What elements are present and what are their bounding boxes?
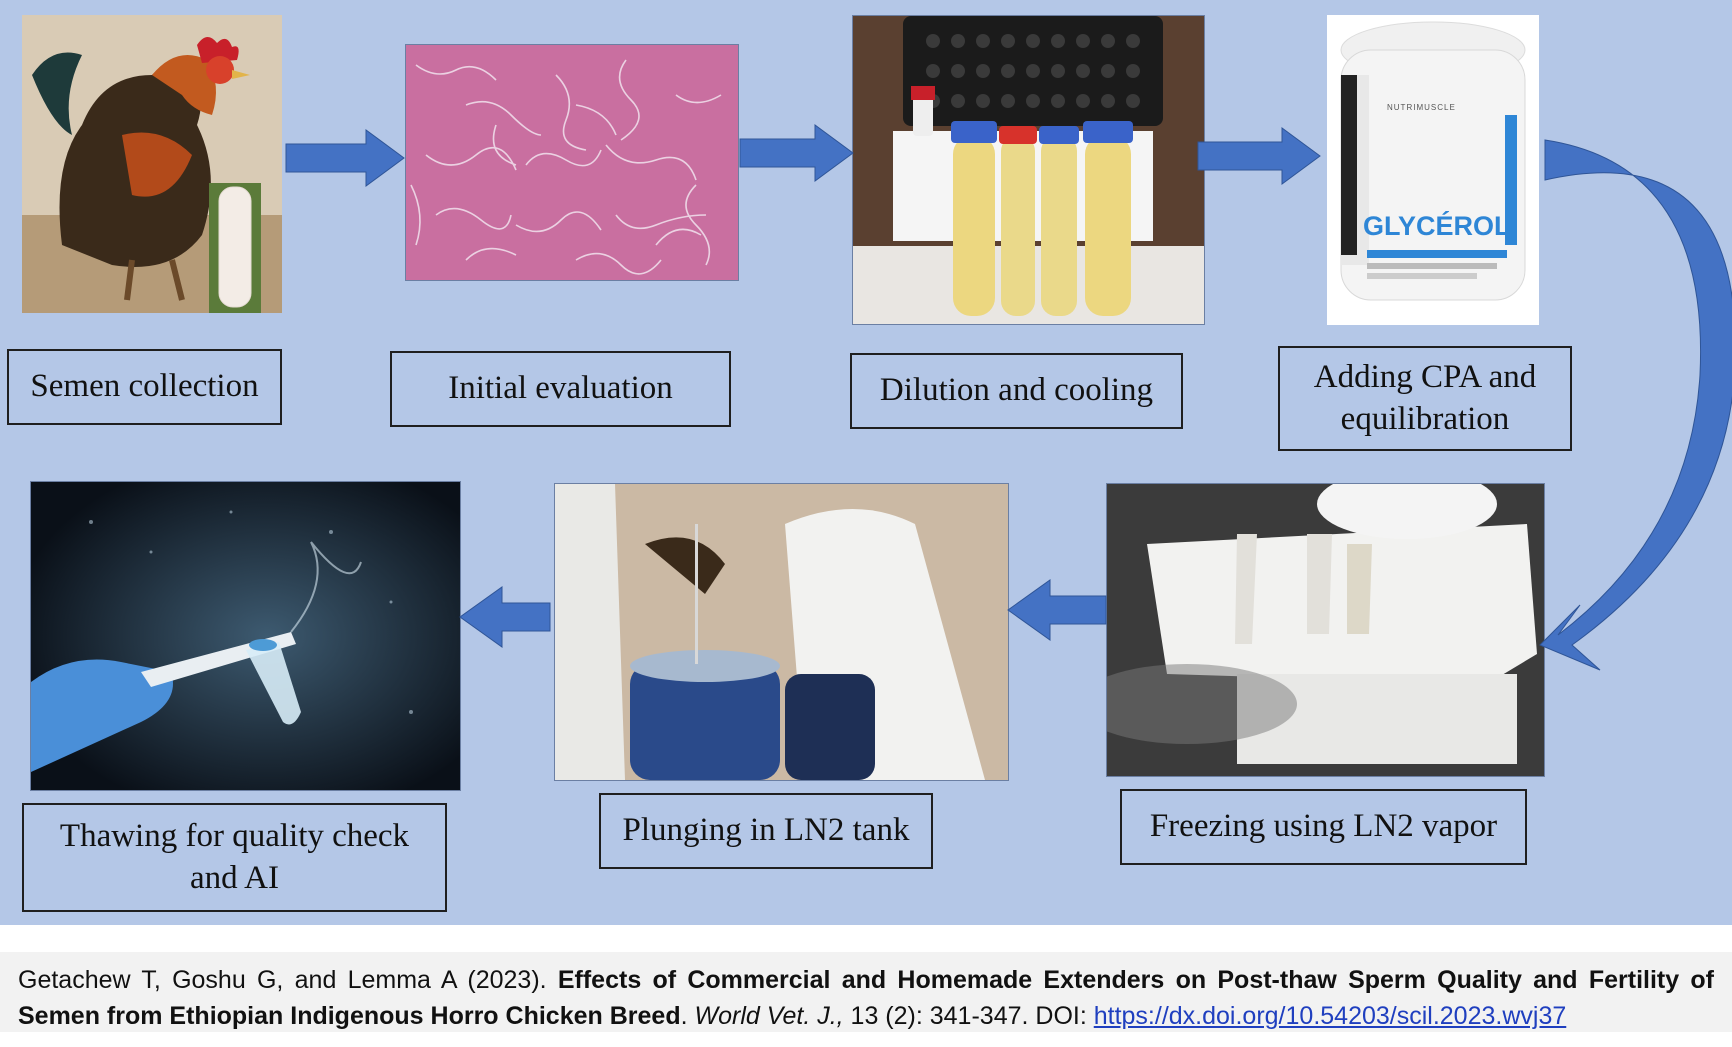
glycerol-label-text: GLYCÉROL	[1363, 211, 1511, 241]
step-dilution-cooling-label: Dilution and cooling	[850, 353, 1183, 429]
sperm-microscopy-photo	[405, 44, 739, 281]
flow-diagram-panel: NUTRIMUSCLE GLYCÉROL	[0, 0, 1732, 925]
arrow-right-1	[285, 129, 405, 187]
rooster-photo	[22, 15, 282, 313]
arrow-left-1	[1007, 579, 1107, 641]
glycerol-brand-text: NUTRIMUSCLE	[1387, 103, 1456, 112]
step-semen-collection-label: Semen collection	[7, 349, 282, 425]
ln2-tank-photo	[554, 483, 1009, 781]
step-adding-cpa-label: Adding CPA and equilibration	[1278, 346, 1572, 451]
arrow-left-2	[459, 586, 551, 648]
arrow-right-2	[739, 124, 854, 182]
citation: Getachew T, Goshu G, and Lemma A (2023).…	[0, 952, 1732, 1032]
step-initial-evaluation-label: Initial evaluation	[390, 351, 731, 427]
citation-volume: 13 (2): 341-347. DOI:	[843, 1002, 1094, 1030]
step-thawing-label: Thawing for quality check and AI	[22, 803, 447, 912]
thawing-tube-photo	[30, 481, 461, 791]
arrow-right-3	[1197, 127, 1321, 185]
arrow-curved-down	[1539, 139, 1732, 671]
step-freezing-ln2-vapor-label: Freezing using LN2 vapor	[1120, 789, 1527, 865]
glycerol-jar-photo: NUTRIMUSCLE GLYCÉROL	[1327, 15, 1539, 325]
citation-doi-link[interactable]: https://dx.doi.org/10.54203/scil.2023.wv…	[1093, 1002, 1567, 1030]
citation-journal: World Vet. J.,	[694, 1002, 844, 1030]
freezing-styrofoam-photo	[1106, 483, 1545, 777]
citation-separator: .	[680, 1002, 695, 1030]
step-plunging-ln2-tank-label: Plunging in LN2 tank	[599, 793, 933, 869]
citation-authors: Getachew T, Goshu G, and Lemma A (2023).	[18, 966, 558, 994]
citation-title: Effects of Commercial and Homemade Exten…	[18, 966, 1714, 1030]
dilution-tubes-photo	[852, 15, 1205, 325]
